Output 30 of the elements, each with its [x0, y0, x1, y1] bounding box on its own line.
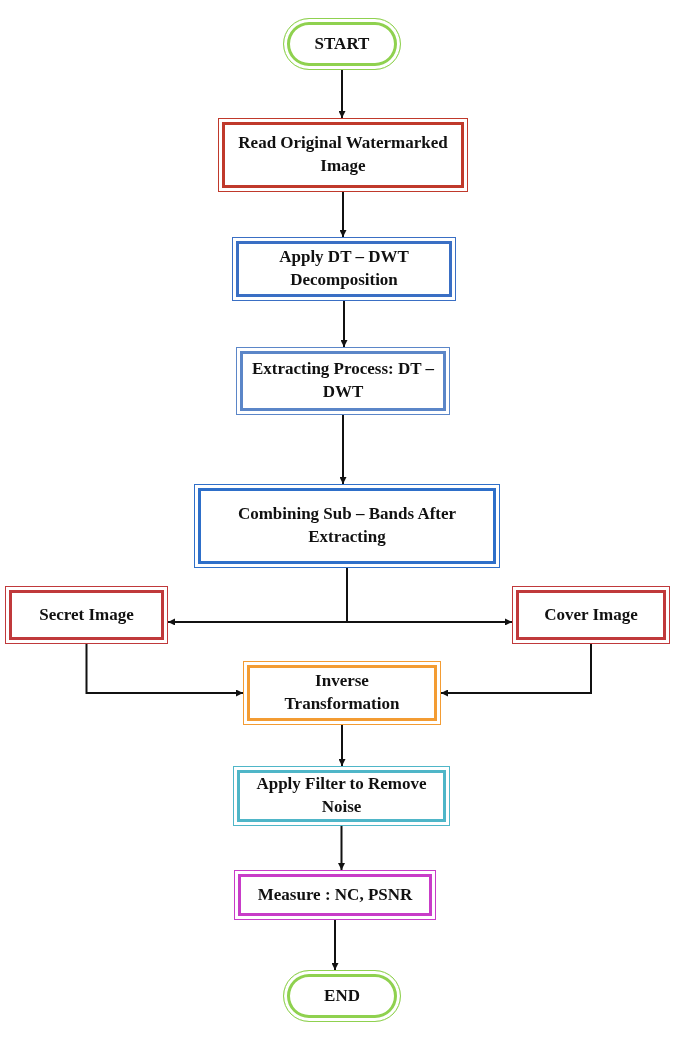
- node-label: START: [314, 32, 370, 55]
- node-label: Extracting Process: DT – DWT: [251, 358, 435, 403]
- arrow: [346, 567, 513, 626]
- node-label: Read Original Watermarked Image: [237, 132, 449, 177]
- process-box: [234, 870, 436, 920]
- node-label: Apply Filter to Remove Noise: [255, 773, 428, 818]
- arrow: [339, 191, 347, 238]
- arrow: [339, 414, 347, 485]
- node-label: Combining Sub – Bands After Extracting: [236, 503, 458, 548]
- node-label: Apply DT – DWT Decomposition: [278, 246, 410, 291]
- arrow: [338, 69, 346, 119]
- arrow: [85, 643, 244, 697]
- arrow: [340, 300, 348, 348]
- process-box: [5, 586, 168, 644]
- node-label: Inverse Transformation: [283, 670, 401, 715]
- process-box: [232, 237, 456, 301]
- arrow: [338, 825, 345, 871]
- arrow: [440, 643, 592, 697]
- arrow: [338, 724, 346, 767]
- process-box: [236, 347, 450, 415]
- process-box: [243, 661, 441, 725]
- node-label: Cover Image: [544, 603, 638, 626]
- process-box: [512, 586, 670, 644]
- process-box: [218, 118, 468, 192]
- process-box: [233, 766, 450, 826]
- node-label: END: [324, 984, 360, 1007]
- process-box: [194, 484, 500, 568]
- node-label: Measure : NC, PSNR: [257, 883, 413, 906]
- node-label: Secret Image: [39, 603, 134, 626]
- arrow: [331, 919, 339, 971]
